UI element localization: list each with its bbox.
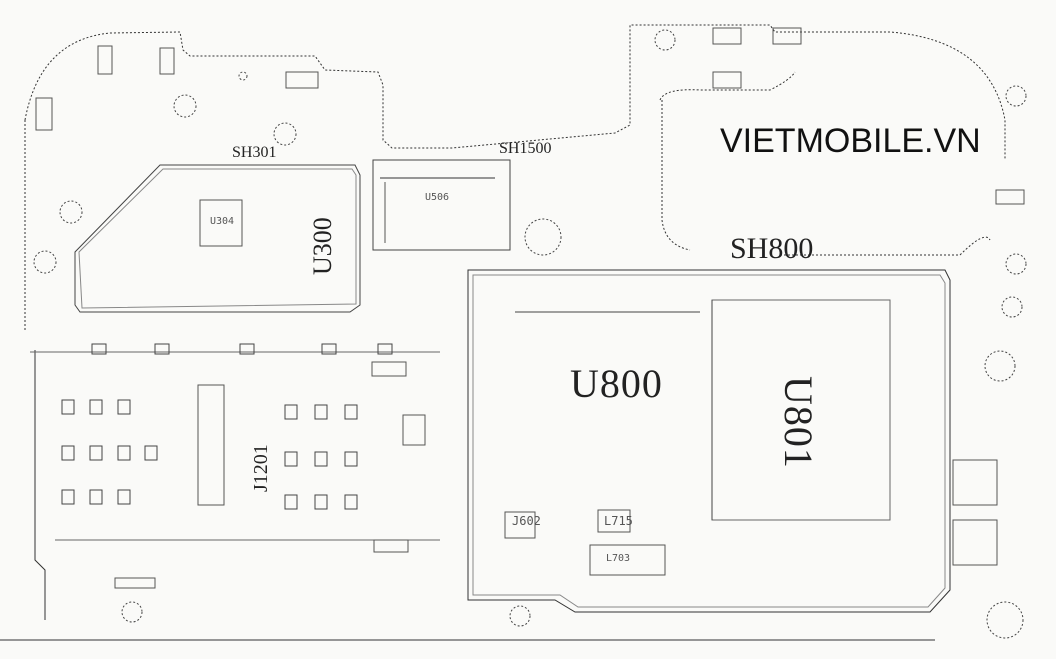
shield-label-sh800: SH800 (730, 232, 814, 265)
watermark-text: VIETMOBILE.VN (720, 122, 981, 160)
component-j1201: J1201 (250, 444, 272, 492)
component-u801: U801 (776, 376, 821, 469)
component-l715: L715 (604, 514, 633, 528)
component-l703: L703 (606, 553, 631, 564)
component-u304: U304 (210, 216, 235, 227)
component-j602: J602 (512, 514, 541, 528)
shield-label-sh301: SH301 (232, 144, 277, 161)
component-u800: U800 (570, 361, 663, 406)
shield-label-sh1500: SH1500 (499, 140, 552, 157)
component-u506: U506 (425, 192, 450, 203)
component-u300: U300 (308, 217, 337, 275)
